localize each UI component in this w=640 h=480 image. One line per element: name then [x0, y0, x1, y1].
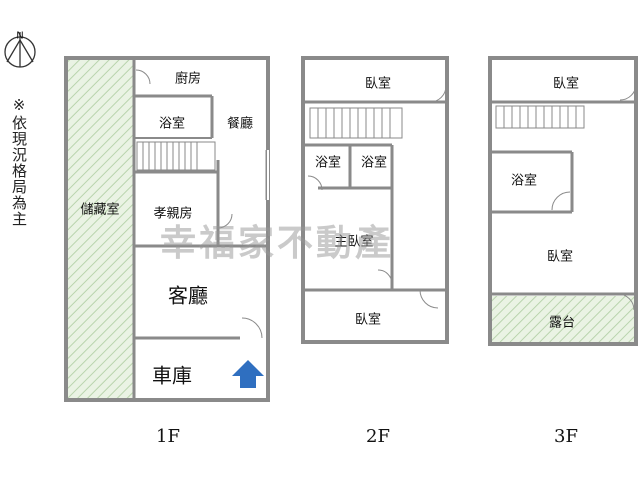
- floor-label-3f: 3F: [554, 426, 578, 447]
- terrace-hatch: [491, 296, 635, 342]
- room-garage: 車庫: [152, 363, 192, 388]
- room-bedroom-2f-top: 臥室: [364, 76, 392, 92]
- room-storage: 儲藏室: [80, 202, 120, 218]
- room-living: 客廳: [168, 283, 208, 308]
- room-dining: 餐廳: [226, 116, 254, 132]
- room-bedroom-2f-bottom: 臥室: [354, 312, 382, 328]
- room-bedroom-3f-top: 臥室: [552, 76, 580, 92]
- north-arrow-icon: [4, 32, 36, 68]
- floor-label-2f: 2F: [366, 426, 390, 447]
- room-elder: 孝親房: [153, 206, 193, 222]
- room-bedroom-3f-main: 臥室: [546, 249, 574, 265]
- entrance-arrow-icon: [232, 360, 264, 388]
- room-bath-2f-left: 浴室: [314, 155, 342, 171]
- floor-2-plan: [301, 56, 449, 344]
- room-terrace: 露台: [548, 315, 576, 331]
- room-kitchen: 廚房: [174, 71, 202, 87]
- floor-label-1f: 1F: [156, 426, 180, 447]
- room-bath-1f: 浴室: [158, 116, 186, 132]
- floor-3-plan: [488, 56, 638, 346]
- floor-1-plan: [64, 56, 270, 402]
- room-bath-3f: 浴室: [510, 173, 538, 189]
- watermark: 幸福家不動產: [160, 223, 395, 264]
- layout-note: ※依現況格局為主: [10, 96, 28, 227]
- compass-label: N: [16, 30, 24, 42]
- room-master-bedroom: 主臥室: [334, 234, 374, 250]
- room-bath-2f-right: 浴室: [360, 155, 388, 171]
- storage-hatch: [66, 60, 134, 398]
